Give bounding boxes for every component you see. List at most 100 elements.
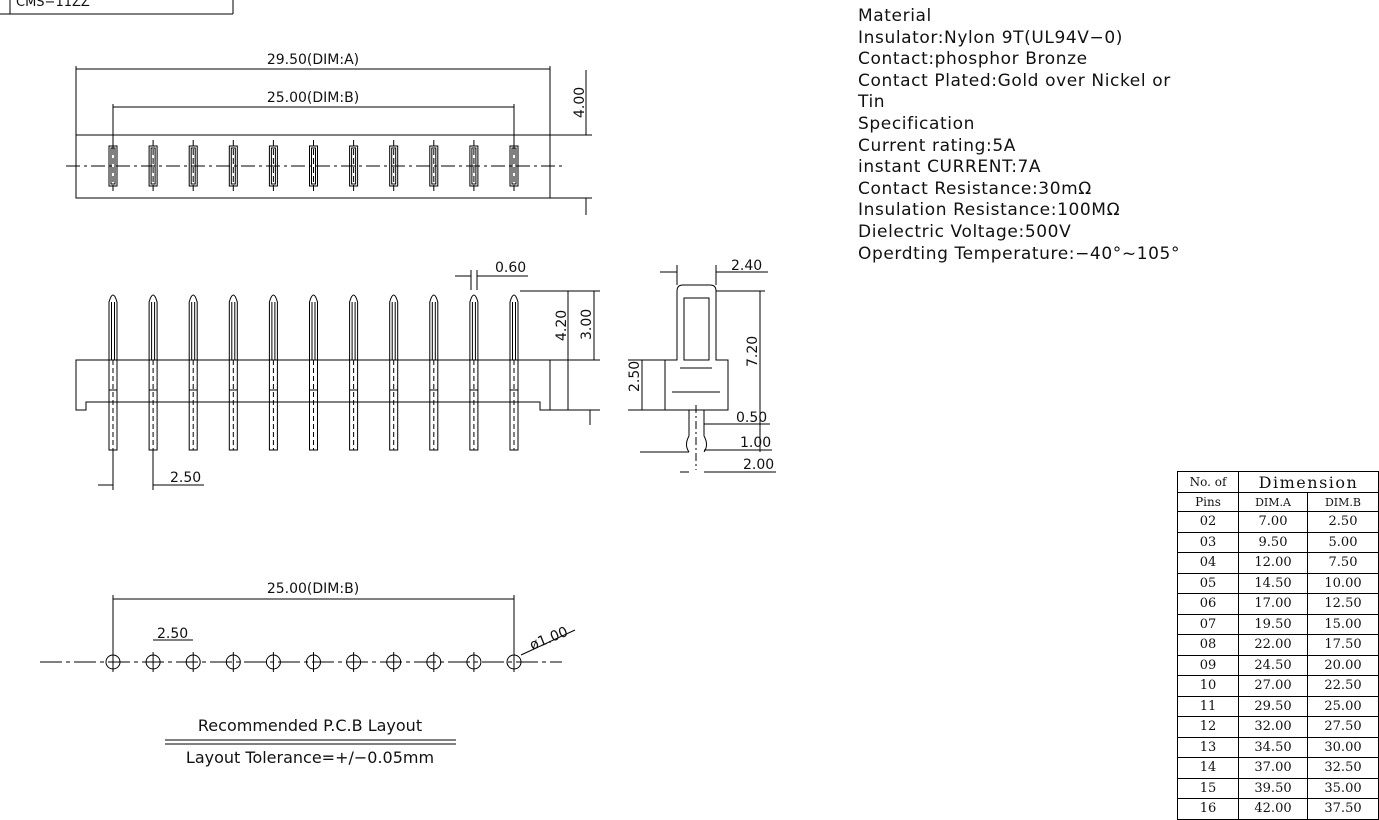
spec-line: Operdting Temperature:−40°~105° <box>858 243 1181 264</box>
end-view <box>628 265 776 473</box>
side-pin <box>469 294 479 451</box>
spec-line: Insulation Resistance:100MΩ <box>858 200 1121 221</box>
tail-a-label: 0.50 <box>736 410 767 426</box>
dim-b-cell: 7.50 <box>1307 552 1379 574</box>
spec-line: Tin <box>858 92 886 113</box>
pins-header-2: Pins <box>1177 492 1239 512</box>
side-pin <box>309 294 318 451</box>
dim-a-cell: 34.50 <box>1238 736 1308 758</box>
dim-b-cell: 2.50 <box>1307 511 1379 533</box>
pins-cell: 15 <box>1177 777 1239 799</box>
tail-c-label: 2.00 <box>743 457 774 473</box>
spec-line: Contact:phosphor Bronze <box>858 49 1088 70</box>
dim-b-cell: 32.50 <box>1307 757 1379 779</box>
dim-b-cell: 25.00 <box>1307 695 1379 717</box>
side-pin <box>188 294 198 451</box>
dim-a-cell: 7.00 <box>1238 511 1308 533</box>
dim-b-cell: 22.50 <box>1307 675 1379 697</box>
dim-b-cell: 20.00 <box>1307 654 1379 676</box>
dim-a-cell: 14.50 <box>1238 572 1308 594</box>
pins-cell: 07 <box>1177 613 1239 635</box>
pcb-tolerance: Layout Tolerance=+/−0.05mm <box>186 748 434 767</box>
end-width-label: 2.40 <box>731 258 762 274</box>
dim-a-cell: 27.00 <box>1238 675 1308 697</box>
dim-b-cell: 17.50 <box>1307 634 1379 656</box>
dim-b-cell: 10.00 <box>1307 572 1379 594</box>
side-pin <box>429 294 439 451</box>
dim-a-cell: 19.50 <box>1238 613 1308 635</box>
dim-a-header: DIM.A <box>1238 492 1308 512</box>
spec-line: Material <box>858 6 932 26</box>
spec-line: Dielectric Voltage:500V <box>858 221 1072 242</box>
side-pin <box>349 294 359 451</box>
spec-line: Contact Plated:Gold over Nickel or <box>858 70 1171 91</box>
end-height-label: 7.20 <box>745 336 761 367</box>
pins-cell: 09 <box>1177 654 1239 676</box>
end-body-label: 2.50 <box>627 361 643 392</box>
pcb-title: Recommended P.C.B Layout <box>198 716 422 735</box>
dim-a-cell: 37.00 <box>1238 757 1308 779</box>
dim-b-cell: 27.50 <box>1307 716 1379 738</box>
dim-a-label: 29.50(DIM:A) <box>267 52 359 68</box>
dim-b-cell: 30.00 <box>1307 736 1379 758</box>
pins-cell: 14 <box>1177 757 1239 779</box>
dim-a-cell: 39.50 <box>1238 777 1308 799</box>
pins-cell: 02 <box>1177 511 1239 533</box>
side-pin <box>509 294 519 451</box>
pin-width-label: 0.60 <box>495 260 526 276</box>
spec-line: Specification <box>858 113 975 134</box>
pins-cell: 05 <box>1177 572 1239 594</box>
pins-cell: 04 <box>1177 552 1239 574</box>
side-pin <box>228 294 238 451</box>
spec-line: instant CURRENT:7A <box>858 157 1042 178</box>
pins-cell: 16 <box>1177 798 1239 820</box>
dim-a-cell: 22.00 <box>1238 634 1308 656</box>
pins-cell: 03 <box>1177 531 1239 553</box>
dim-a-cell: 24.50 <box>1238 654 1308 676</box>
dim-b-cell: 5.00 <box>1307 531 1379 553</box>
pitch-label: 2.50 <box>170 470 201 486</box>
hole-label: ø1.00 <box>528 624 571 654</box>
dim-a-cell: 29.50 <box>1238 695 1308 717</box>
spec-line: Contact Resistance:30mΩ <box>858 178 1092 199</box>
pcb-pitch-label: 2.50 <box>157 626 188 642</box>
dim-b-cell: 15.00 <box>1307 613 1379 635</box>
dim-b-cell: 12.50 <box>1307 593 1379 615</box>
dimension-header: Dimension <box>1238 471 1379 493</box>
side-pin <box>148 294 158 451</box>
dim-a-cell: 42.00 <box>1238 798 1308 820</box>
pins-cell: 06 <box>1177 593 1239 615</box>
dim-a-cell: 12.00 <box>1238 552 1308 574</box>
dim-b-cell: 37.50 <box>1307 798 1379 820</box>
dim-a-cell: 9.50 <box>1238 531 1308 553</box>
spec-line: Insulator:Nylon 9T(UL94V−0) <box>858 27 1124 48</box>
dim-a-cell: 32.00 <box>1238 716 1308 738</box>
pins-cell: 10 <box>1177 675 1239 697</box>
pins-cell: 13 <box>1177 736 1239 758</box>
pin-exposed-label: 3.00 <box>579 309 595 340</box>
height-label: 4.00 <box>572 87 588 118</box>
pcb-span-label: 25.00(DIM:B) <box>267 581 359 597</box>
side-pin <box>108 294 118 451</box>
spec-line: Current rating:5A <box>858 135 1016 156</box>
pins-header: No. of <box>1177 471 1239 493</box>
dim-b-header: DIM.B <box>1307 492 1379 512</box>
side-pin <box>268 294 278 451</box>
pins-cell: 11 <box>1177 695 1239 717</box>
pins-cell: 12 <box>1177 716 1239 738</box>
tail-b-label: 1.00 <box>740 435 771 451</box>
